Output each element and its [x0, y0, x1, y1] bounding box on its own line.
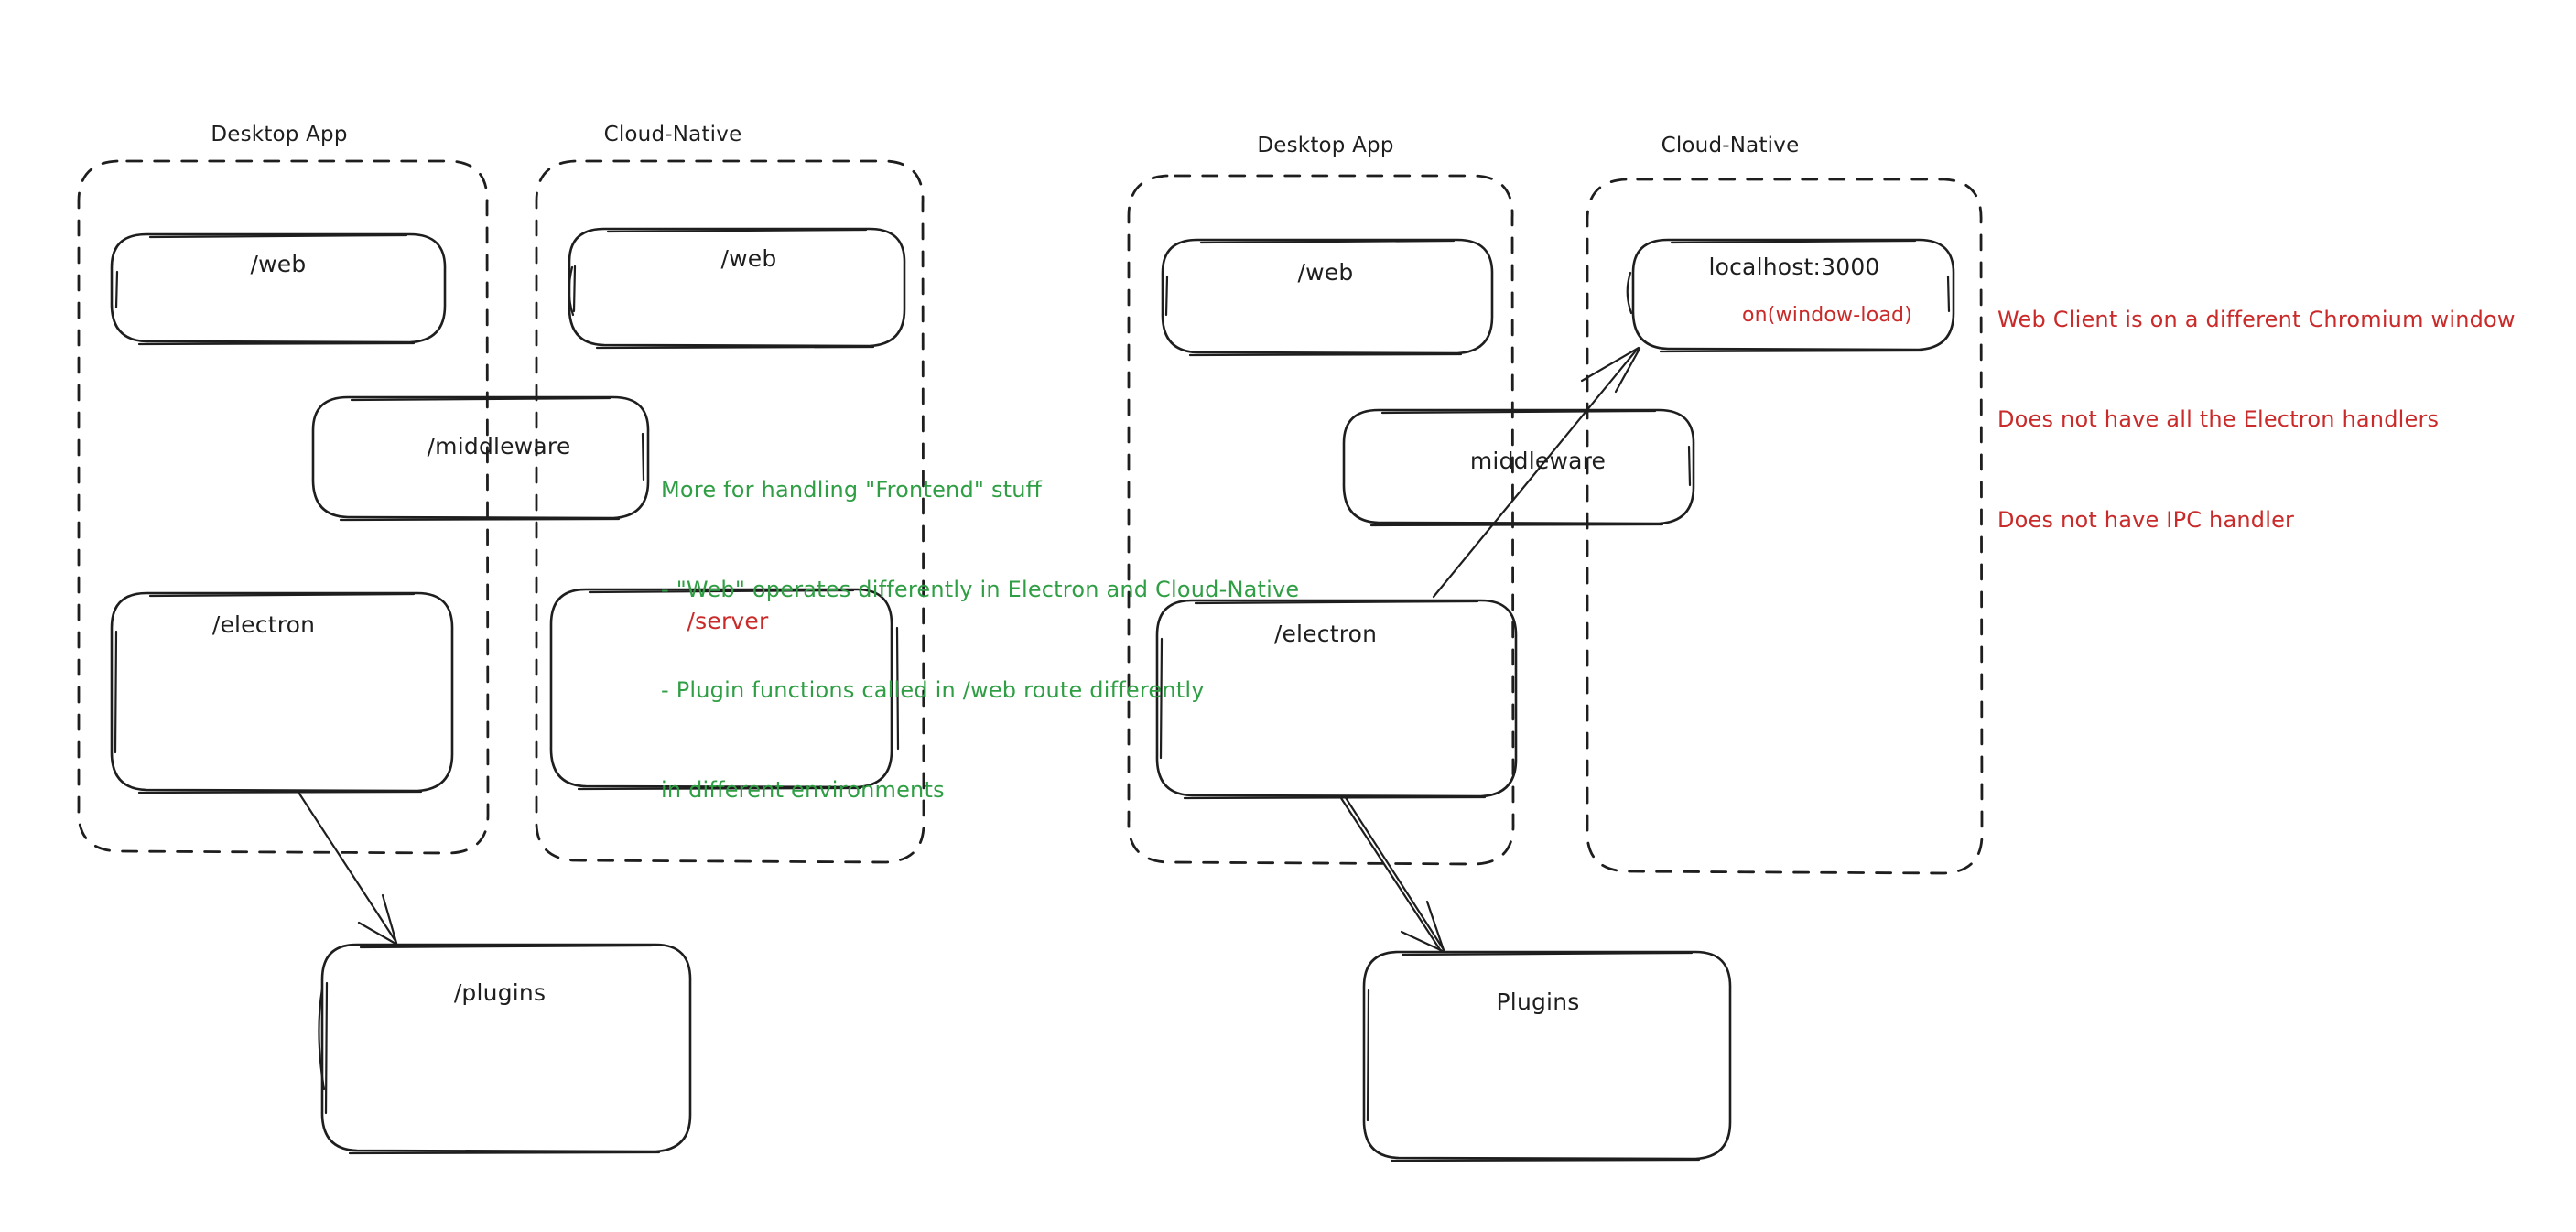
left-arrow-electron-to-plugins: [296, 789, 399, 946]
green-note-line-4: in different environments: [661, 777, 945, 804]
right-group-title-desktop-app: Desktop App: [1257, 134, 1394, 157]
red-note-block: Web Client is on a different Chromium wi…: [1997, 236, 2516, 603]
left-middleware-label: /middleware: [427, 433, 571, 459]
right-plugins-box-outline: [1362, 950, 1732, 1162]
left-server-label: /server: [687, 608, 769, 634]
right-arrow-electron-to-plugins: [1339, 794, 1446, 954]
left-group-title-desktop-app: Desktop App: [211, 123, 348, 146]
left-electron-label: /electron: [211, 611, 316, 638]
left-plugins-box-outline: [318, 943, 692, 1155]
green-note-line-3: - Plugin functions called in /web route …: [661, 676, 1205, 703]
red-note-line-1: Web Client is on a different Chromium wi…: [1997, 306, 2516, 332]
green-note-line-1: More for handling "Frontend" stuff: [661, 476, 1042, 503]
left-web-cloud-label: /web: [720, 245, 777, 272]
left-web-desktop-label: /web: [250, 251, 307, 277]
green-note-block: More for handling "Frontend" stuff - "We…: [661, 406, 1299, 874]
right-localhost-label: localhost:3000: [1708, 254, 1880, 280]
red-note-line-3: Does not have IPC handler: [1997, 506, 2295, 533]
left-plugins-label: /plugins: [453, 979, 547, 1006]
right-localhost-sublabel: on(window-load): [1742, 304, 1912, 327]
right-web-label: /web: [1297, 259, 1354, 286]
right-middleware-label: middleware: [1469, 448, 1607, 474]
red-note-line-2: Does not have all the Electron handlers: [1997, 406, 2440, 433]
right-group-cloud-native-outline: [1586, 178, 1984, 875]
right-plugins-label: Plugins: [1496, 989, 1580, 1015]
green-note-line-2: - "Web" operates differently in Electron…: [661, 577, 1300, 603]
right-electron-label: /electron: [1273, 621, 1378, 647]
left-group-title-cloud-native: Cloud-Native: [603, 123, 742, 146]
right-group-title-cloud-native: Cloud-Native: [1661, 134, 1800, 157]
